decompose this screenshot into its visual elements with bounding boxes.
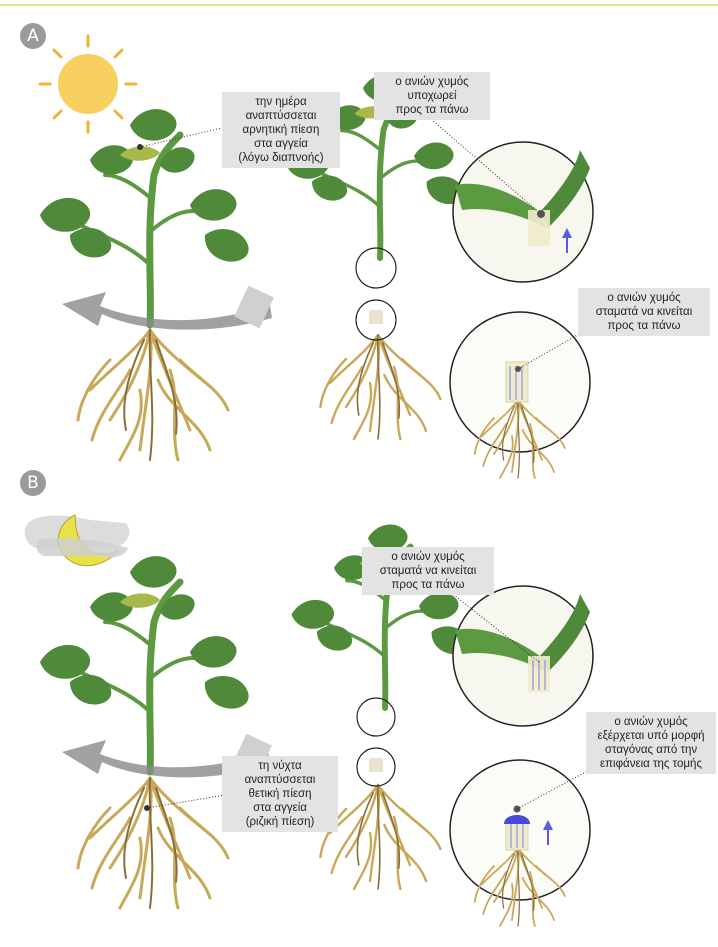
label-line: στα αγγεία (228, 137, 334, 151)
label-line: υποχωρεί (380, 89, 484, 103)
b-upper-sap-label: ο ανιών χυμός σταματά να κινείται προς τ… (362, 547, 494, 595)
label-line: θετική πίεση (228, 787, 332, 801)
label-line: σταματά να κινείται (368, 564, 488, 578)
label-line: ο ανιών χυμός (380, 75, 484, 89)
label-line: αναπτύσσεται (228, 109, 334, 123)
label-line: εξέρχεται υπό μορφή (592, 729, 710, 743)
label-line: ο ανιών χυμός (368, 550, 488, 564)
label-line: στα αγγεία (228, 801, 332, 815)
a-lower-sap-label: ο ανιών χυμός σταματά να κινείται προς τ… (578, 288, 710, 336)
sun-icon (40, 36, 136, 132)
label-line: σταματά να κινείται (584, 305, 704, 319)
a-upper-sap-label: ο ανιών χυμός υποχωρεί προς τα πάνω (374, 72, 490, 120)
moon-icon (25, 515, 130, 566)
label-line: ο ανιών χυμός (584, 291, 704, 305)
label-line: αναπτύσσεται (228, 773, 332, 787)
label-line: ο ανιών χυμός (592, 715, 710, 729)
label-line: προς τα πάνω (368, 578, 488, 592)
label-line: προς τα πάνω (584, 319, 704, 333)
label-line: προς τα πάνω (380, 103, 484, 117)
label-line: τη νύχτα (228, 759, 332, 773)
label-line: (λόγω διαπνοής) (228, 151, 334, 165)
label-line: την ημέρα (228, 95, 334, 109)
day-negative-pressure-label: την ημέρα αναπτύσσεται αρνητική πίεση στ… (222, 92, 340, 168)
label-line: επιφάνεια της τομής (592, 757, 710, 771)
label-line: σταγόνας από την (592, 743, 710, 757)
label-line: (ριζική πίεση) (228, 815, 332, 829)
b-lower-sap-label: ο ανιών χυμός εξέρχεται υπό μορφή σταγόν… (586, 712, 716, 774)
label-line: αρνητική πίεση (228, 123, 334, 137)
night-positive-pressure-label: τη νύχτα αναπτύσσεται θετική πίεση στα α… (222, 756, 338, 832)
